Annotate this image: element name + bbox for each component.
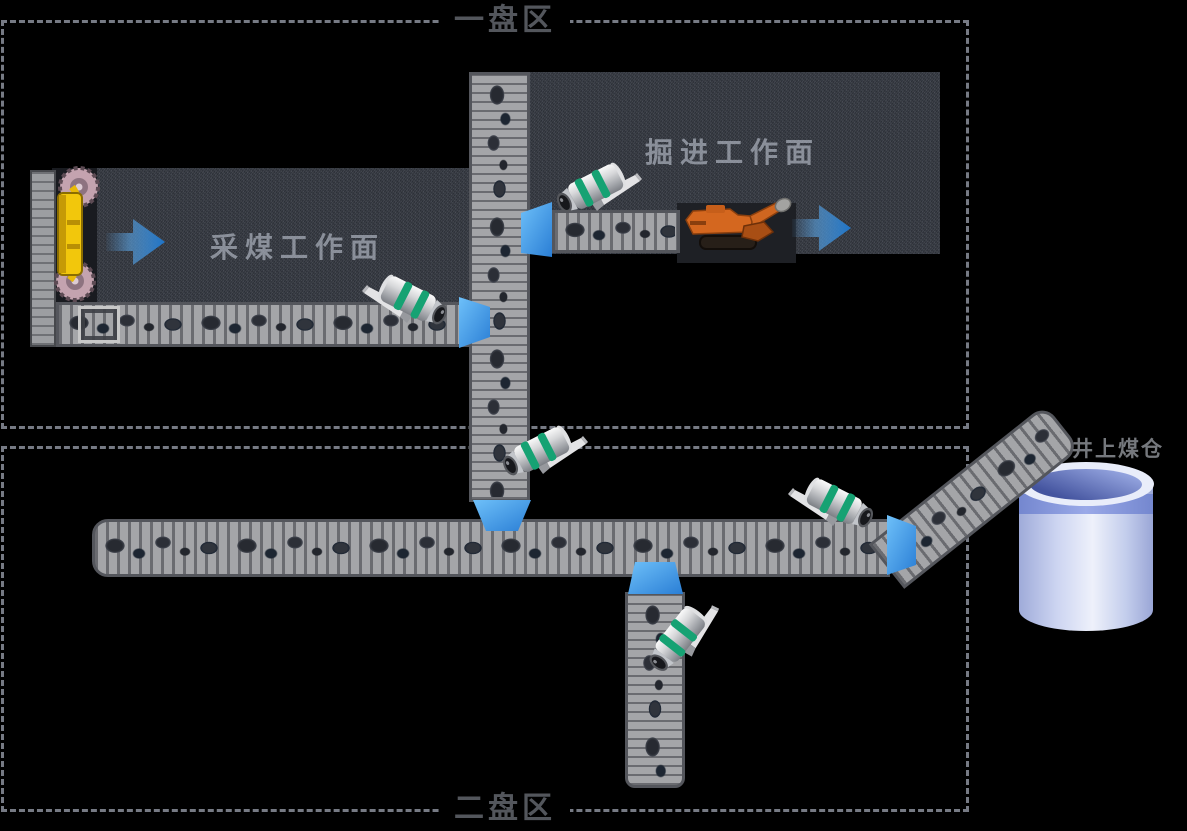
flow-arrow-mining-icon: [106, 219, 165, 265]
transfer-chute-panel-2: [628, 562, 683, 594]
transfer-chute-shaft-bottom: [473, 500, 531, 531]
mining-face-label: 采煤工作面: [210, 232, 386, 263]
transfer-chute-heading: [521, 202, 552, 257]
cctv-camera-icon[interactable]: [494, 421, 590, 485]
heading-face-label: 掘进工作面: [645, 137, 821, 168]
cctv-camera-icon[interactable]: [786, 473, 882, 537]
panel-area-1-label: 一盘区: [440, 4, 570, 38]
panel-area-2-label: 二盘区: [440, 792, 570, 826]
roadheader-icon: [685, 197, 792, 250]
coal-shearer-icon: [54, 166, 100, 302]
transfer-chute-mining: [459, 297, 490, 348]
feeder-frame: [78, 306, 120, 343]
flow-arrow-heading-icon: [792, 205, 851, 251]
transfer-chute-surface: [887, 515, 916, 575]
face-support-strip: [30, 170, 56, 347]
surface-bunker-label: 井上煤仓: [1072, 438, 1164, 461]
cctv-camera-icon[interactable]: [548, 158, 644, 222]
cctv-camera-icon[interactable]: [360, 270, 456, 334]
mining-face-block: [95, 168, 470, 302]
